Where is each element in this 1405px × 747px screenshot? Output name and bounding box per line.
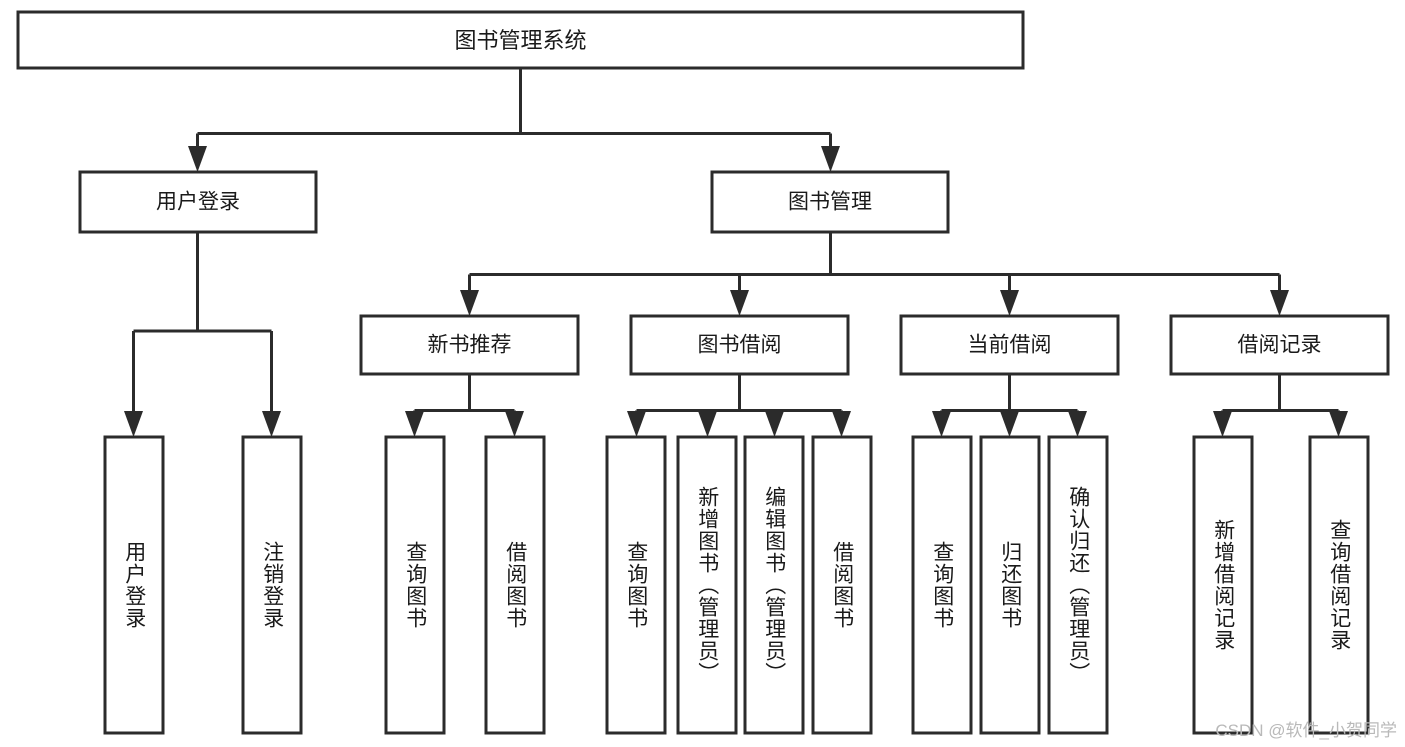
leaf-query-book-3-box[interactable] — [911, 435, 973, 735]
connector-group-userlogin-to-leaves — [124, 232, 281, 437]
node-book-borrow-box[interactable] — [629, 314, 850, 376]
node-book-management[interactable]: 图书管理 — [710, 170, 950, 234]
connector-group-borrowrecord-to-leaves — [1213, 374, 1348, 437]
leaf-query-record-box[interactable] — [1308, 435, 1370, 735]
node-current-borrow-box[interactable] — [899, 314, 1120, 376]
leaf-query-book-1-box[interactable] — [384, 435, 446, 735]
connector-group-newbook-to-leaves — [405, 374, 524, 437]
node-current-borrow[interactable]: 当前借阅 — [899, 314, 1120, 376]
node-book-borrow[interactable]: 图书借阅 — [629, 314, 850, 376]
node-borrow-record[interactable]: 借阅记录 — [1169, 314, 1390, 376]
leaf-borrow-book-1-box[interactable] — [484, 435, 546, 735]
leaf-logout-box[interactable] — [241, 435, 303, 735]
leaf-add-book-box[interactable] — [676, 435, 738, 735]
csdn-watermark: CSDN @软件_小贺同学 — [1215, 721, 1397, 740]
leaf-edit-book-box[interactable] — [743, 435, 805, 735]
leaf-borrow-book-2-box[interactable] — [811, 435, 873, 735]
leaf-group-borrow-record — [1192, 435, 1370, 735]
connector-group-root-to-level2 — [188, 68, 840, 172]
node-book-borrow-label: 图书借阅 — [698, 334, 782, 357]
connector-group-bookmgmt-to-level3 — [460, 232, 1289, 316]
node-book-management-label: 图书管理 — [788, 191, 872, 214]
leaf-add-record-box[interactable] — [1192, 435, 1254, 735]
leaf-group-user-login — [103, 435, 303, 735]
node-book-management-box[interactable] — [710, 170, 950, 234]
node-current-borrow-label: 当前借阅 — [968, 334, 1052, 357]
node-user-login-label: 用户登录 — [156, 191, 240, 214]
leaf-user-login-box[interactable] — [103, 435, 165, 735]
node-root-label: 图书管理系统 — [454, 28, 586, 53]
node-new-book-recommend-box[interactable] — [359, 314, 580, 376]
node-root-system[interactable]: 图书管理系统 — [16, 10, 1025, 70]
node-user-login[interactable]: 用户登录 — [78, 170, 318, 234]
leaf-return-book-box[interactable] — [979, 435, 1041, 735]
node-user-login-box[interactable] — [78, 170, 318, 234]
node-borrow-record-label: 借阅记录 — [1238, 334, 1322, 357]
leaf-group-current-borrow — [911, 435, 1109, 735]
leaf-group-new-book-recommend — [384, 435, 546, 735]
leaf-confirm-return-box[interactable] — [1047, 435, 1109, 735]
connector-group-bookborrow-to-leaves — [627, 374, 851, 437]
node-new-book-recommend[interactable]: 新书推荐 — [359, 314, 580, 376]
node-new-book-recommend-label: 新书推荐 — [428, 334, 512, 357]
leaf-group-book-borrow — [605, 435, 873, 735]
connector-group-currentborrow-to-leaves — [932, 374, 1087, 437]
node-root-box[interactable] — [16, 10, 1025, 70]
leaf-query-book-2-box[interactable] — [605, 435, 667, 735]
node-borrow-record-box[interactable] — [1169, 314, 1390, 376]
